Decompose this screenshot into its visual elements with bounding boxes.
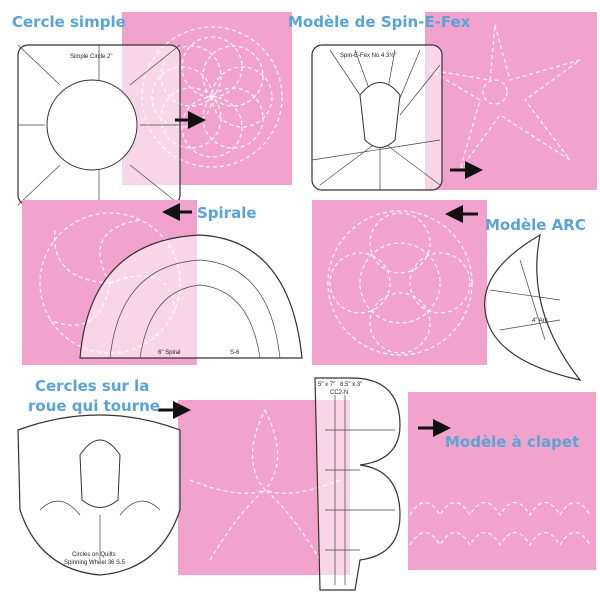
fabric-swatch <box>408 392 596 570</box>
ruler-text: Spinning Wheel 36 S.5 <box>64 560 126 566</box>
panel-label: Cercle simple <box>12 13 126 31</box>
ruler-code: CC2-N <box>330 390 348 396</box>
panel-spinning-wheel: Circles on Quilts Spinning Wheel 36 S.5 … <box>17 377 350 576</box>
panel-label: Cercles sur la <box>35 377 149 395</box>
ruler-text: Simple Circle 2" <box>70 54 112 60</box>
panel-label: roue qui tourne <box>28 397 160 415</box>
panel-clamshell: 5" x 7" 8.5" x 3" CC2-N Modèle à clapet <box>314 377 596 591</box>
ruler-code: S-6 <box>230 350 240 356</box>
ruler-text: Spin-E-Fex No 4 3½" <box>340 52 397 59</box>
panel-label: Modèle à clapet <box>445 433 579 451</box>
panel-simple-circle: Simple Circle 2" Cercle simple <box>12 12 292 206</box>
spiral-ruler <box>79 234 303 359</box>
ruler-text: 6" Spiral <box>158 350 180 356</box>
fabric-swatch <box>425 12 597 190</box>
arc-ruler <box>484 233 582 381</box>
panel-arc: 4" Arc Modèle ARC <box>312 200 586 381</box>
panel-label: Spirale <box>197 204 257 222</box>
ruler-text: 4" Arc <box>532 318 548 324</box>
panel-label: Modèle ARC <box>485 216 586 234</box>
fabric-swatch <box>312 200 487 365</box>
ruler-size: 8.5" x 3" <box>340 382 362 388</box>
panel-spiral: 6" Spiral S-6 Spirale <box>22 200 303 365</box>
ruler-text: Circles on Quilts <box>72 552 116 558</box>
panel-spin-e-fex: Spin-E-Fex No 4 3½" Modèle de Spin-E-Fex <box>288 12 597 191</box>
ruler-size: 5" x 7" <box>318 382 335 388</box>
clamshell-ruler <box>314 377 401 591</box>
panel-label: Modèle de Spin-E-Fex <box>288 13 471 31</box>
